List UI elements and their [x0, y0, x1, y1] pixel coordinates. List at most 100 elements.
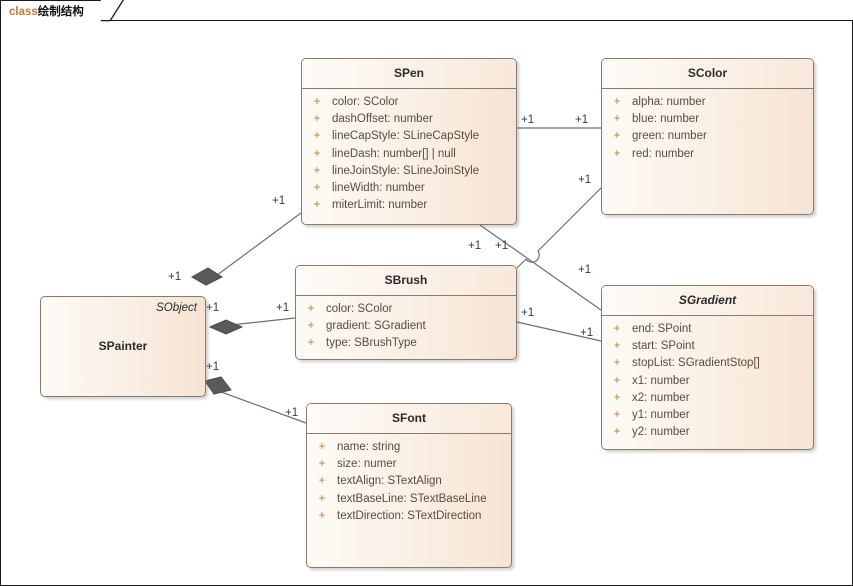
visibility-public-icon: +: [613, 408, 621, 421]
attribute-row: +miterLimit: number: [302, 199, 516, 216]
attribute-label: x2: number: [632, 391, 690, 404]
multiplicity-label: +1: [276, 302, 290, 314]
visibility-public-icon: +: [313, 147, 321, 160]
multiplicity-label: +1: [468, 240, 482, 252]
diagram-title: class绘制结构: [9, 3, 84, 19]
attribute-row: + start: SPoint: [602, 340, 813, 357]
multiplicity-label: +1: [206, 302, 220, 314]
connector-painter-font: [204, 376, 307, 424]
attribute-label: y1: number: [632, 408, 690, 421]
diagram-frame-tab: [0, 0, 110, 22]
connector-pen-gradient: [479, 224, 602, 311]
attribute-label: alpha: number: [632, 96, 706, 108]
attribute-row: + lineWidth: number: [302, 182, 516, 199]
multiplicity-label: +1: [168, 271, 182, 283]
class-attributes-sfont: + name: string + size: numer + textAlign: STe…: [307, 434, 511, 527]
diagram-frame-tab-corner: [100, 0, 124, 22]
attribute-label: name: string: [337, 441, 401, 453]
attribute-row: +lineJoinStyle: SLineJoinStyle: [302, 165, 516, 182]
visibility-public-icon: +: [313, 96, 321, 108]
attribute-label: lineCapStyle: SLineCapStyle: [332, 130, 480, 143]
class-box-sgradient[interactable]: SGradient+end: SPoint+start: SPoint+stop…: [601, 285, 814, 450]
attribute-label: size: numer: [337, 458, 397, 471]
attribute-row: + type: SBrushType: [296, 337, 516, 354]
attribute-row: + red: number: [602, 148, 813, 165]
attribute-row: + alpha: number: [602, 96, 813, 113]
visibility-public-icon: +: [313, 164, 321, 177]
multiplicity-label: +1: [272, 195, 286, 207]
multiplicity-label: +1: [578, 264, 592, 276]
class-name-sfont: SFont: [392, 411, 426, 425]
visibility-public-icon: +: [613, 147, 621, 160]
diagram-title-keyword: class: [9, 6, 38, 18]
class-attributes-sbrush: +color: SColor+gradient: SGradient+type:…: [296, 296, 516, 355]
visibility-public-icon: +: [313, 181, 321, 194]
class-name-sgradient: SGradient: [678, 293, 737, 307]
attribute-label: miterLimit: number: [332, 199, 428, 212]
visibility-public-icon: +: [318, 492, 326, 505]
diagram-title-name: 绘制结构: [37, 6, 84, 18]
attribute-label: type: SBrushType: [326, 337, 417, 350]
attribute-label: color: SColor: [326, 303, 393, 315]
multiplicity-label: +1: [578, 174, 592, 186]
attribute-row: +textBaseLine: STextBaseLine: [307, 493, 511, 510]
multiplicity-label: +1: [580, 327, 594, 339]
visibility-public-icon: +: [613, 96, 621, 108]
attribute-label: x1: number: [632, 374, 690, 387]
visibility-public-icon: +: [318, 458, 326, 471]
attribute-row: + x2: number: [602, 392, 813, 409]
attribute-label: dashOffset: number: [332, 113, 433, 126]
attribute-label: color: SColor: [332, 96, 399, 108]
class-attributes-spen: + color: SColor + dashOffset: number + lineCa…: [302, 89, 516, 216]
attribute-row: + size: numer: [307, 458, 511, 475]
class-attributes-scolor: +alpha: number+blue: number+green: numbe…: [602, 89, 813, 165]
visibility-public-icon: +: [613, 323, 621, 335]
class-name-scolor: SColor: [687, 66, 728, 80]
class-box-sfont[interactable]: SFont + name: string + size: numer + textAlign…: [306, 403, 512, 568]
visibility-public-icon: +: [613, 391, 621, 404]
visibility-public-icon: +: [613, 357, 621, 370]
class-header-scolor: SColor: [602, 59, 813, 89]
attribute-label: textDirection: STextDirection: [337, 509, 482, 522]
attribute-row: + y1: number: [602, 409, 813, 426]
visibility-public-icon: +: [613, 130, 621, 143]
class-box-sbrush[interactable]: SBrush+color: SColor+gradient: SGradient…: [295, 265, 517, 360]
visibility-public-icon: +: [307, 303, 315, 315]
class-box-spen[interactable]: SPen+color: SColor+dashOffset: number+li…: [301, 58, 517, 225]
visibility-public-icon: +: [318, 475, 326, 488]
attribute-row: +gradient: SGradient: [296, 320, 516, 337]
attribute-label: start: SPoint: [632, 340, 695, 353]
attribute-label: blue: number: [632, 113, 700, 126]
visibility-public-icon: +: [307, 337, 315, 350]
attribute-label: green: number: [632, 130, 707, 143]
attribute-row: + color: SColor: [296, 303, 516, 320]
attribute-label: lineWidth: number: [332, 181, 425, 194]
attribute-row: +blue: number: [602, 113, 813, 130]
visibility-public-icon: +: [613, 426, 621, 439]
attribute-row: + textAlign: STextAlign: [307, 475, 511, 492]
multiplicity-label: +1: [206, 361, 220, 373]
attribute-row: + x1: number: [602, 375, 813, 392]
visibility-public-icon: +: [613, 340, 621, 353]
class-stereotype-spainter: SObject: [156, 302, 197, 314]
attribute-row: +lineDash: number[] | null: [302, 148, 516, 165]
attribute-label: red: number: [632, 147, 695, 160]
multiplicity-label: +1: [495, 240, 509, 252]
connector-brush-gradient: [516, 321, 602, 342]
attribute-label: gradient: SGradient: [326, 320, 426, 333]
attribute-row: + y2: number: [602, 426, 813, 443]
attribute-label: y2: number: [632, 426, 690, 439]
visibility-public-icon: +: [613, 374, 621, 387]
attribute-row: +end: SPoint: [602, 323, 813, 340]
attribute-row: + color: SColor: [302, 96, 516, 113]
class-name-spainter: SPainter: [98, 339, 148, 353]
attribute-label: textAlign: STextAlign: [337, 475, 442, 488]
attribute-row: +textDirection: STextDirection: [307, 510, 511, 527]
composition-diamond-icon: [208, 319, 244, 335]
connector-brush-color: [516, 187, 602, 269]
class-box-scolor[interactable]: SColor+alpha: number+blue: number+green:…: [601, 58, 814, 215]
multiplicity-label: +1: [575, 114, 589, 126]
composition-diamond-icon: [190, 267, 224, 286]
